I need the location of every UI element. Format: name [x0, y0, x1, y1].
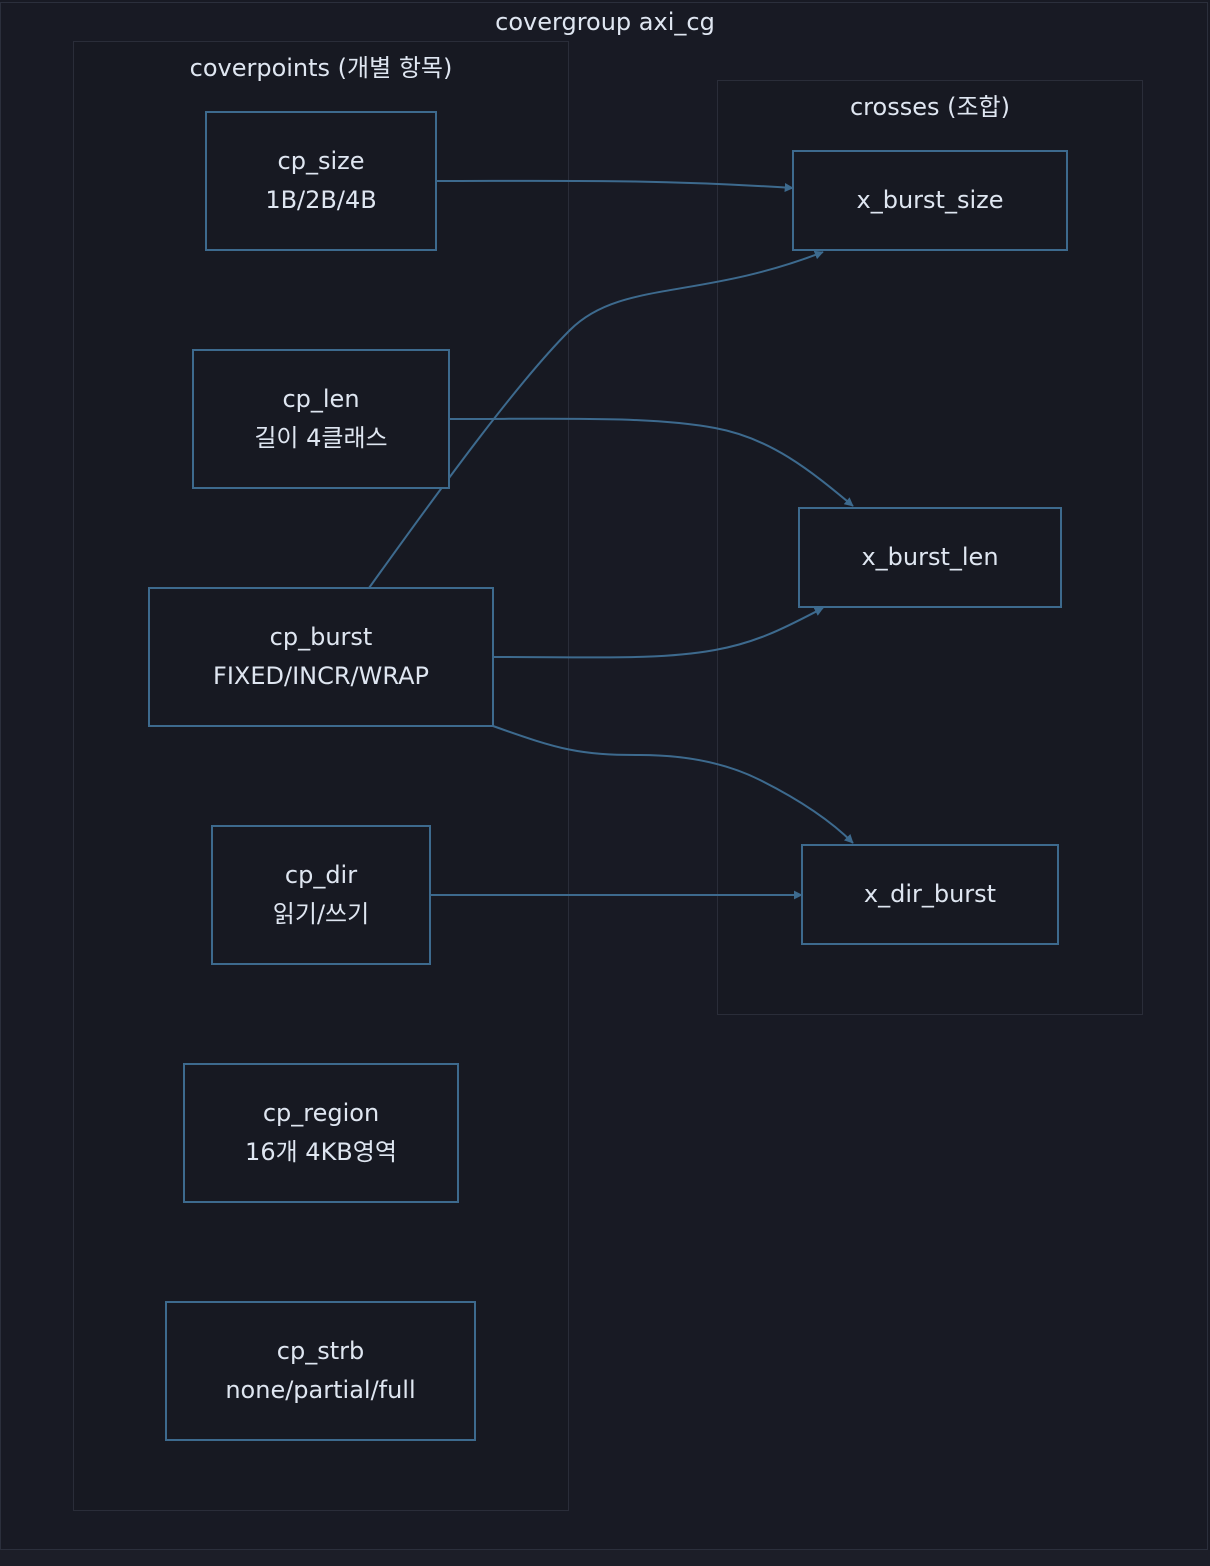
node-cp-dir[interactable]: cp_dir 읽기/쓰기: [211, 825, 431, 965]
node-cp-size-bins: 1B/2B/4B: [265, 186, 377, 214]
node-x-dir-burst[interactable]: x_dir_burst: [801, 844, 1059, 945]
node-x-burst-len[interactable]: x_burst_len: [798, 507, 1062, 608]
node-cp-len-name: cp_len: [282, 385, 360, 413]
node-cp-size[interactable]: cp_size 1B/2B/4B: [205, 111, 437, 251]
covergroup-title: covergroup axi_cg: [495, 8, 715, 36]
node-x-dir-burst-label: x_dir_burst: [863, 880, 997, 908]
node-x-burst-size[interactable]: x_burst_size: [792, 150, 1068, 251]
node-cp-len-bins: 길이 4클래스: [254, 424, 388, 452]
node-cp-region-bins: 16개 4KB영역: [245, 1138, 397, 1166]
coverpoints-cluster-title: coverpoints (개별 항목): [189, 54, 453, 82]
node-cp-burst-bins: FIXED/INCR/WRAP: [213, 662, 429, 690]
node-cp-burst-name: cp_burst: [269, 623, 373, 651]
node-cp-region[interactable]: cp_region 16개 4KB영역: [183, 1063, 459, 1203]
coverpoints-cluster: coverpoints (개별 항목): [73, 41, 569, 1511]
node-cp-len[interactable]: cp_len 길이 4클래스: [192, 349, 450, 489]
node-cp-dir-bins: 읽기/쓰기: [272, 900, 370, 928]
bottom-bar: [0, 1550, 1210, 1566]
node-cp-strb-name: cp_strb: [276, 1337, 365, 1365]
node-cp-strb-bins: none/partial/full: [225, 1376, 416, 1404]
node-x-burst-size-label: x_burst_size: [856, 186, 1004, 214]
node-cp-strb[interactable]: cp_strb none/partial/full: [165, 1301, 476, 1441]
node-cp-burst[interactable]: cp_burst FIXED/INCR/WRAP: [148, 587, 494, 727]
node-x-burst-len-label: x_burst_len: [861, 543, 999, 571]
crosses-cluster-title: crosses (조합): [849, 93, 1010, 121]
node-cp-size-name: cp_size: [277, 147, 365, 175]
node-cp-region-name: cp_region: [262, 1099, 380, 1127]
node-cp-dir-name: cp_dir: [284, 861, 358, 889]
